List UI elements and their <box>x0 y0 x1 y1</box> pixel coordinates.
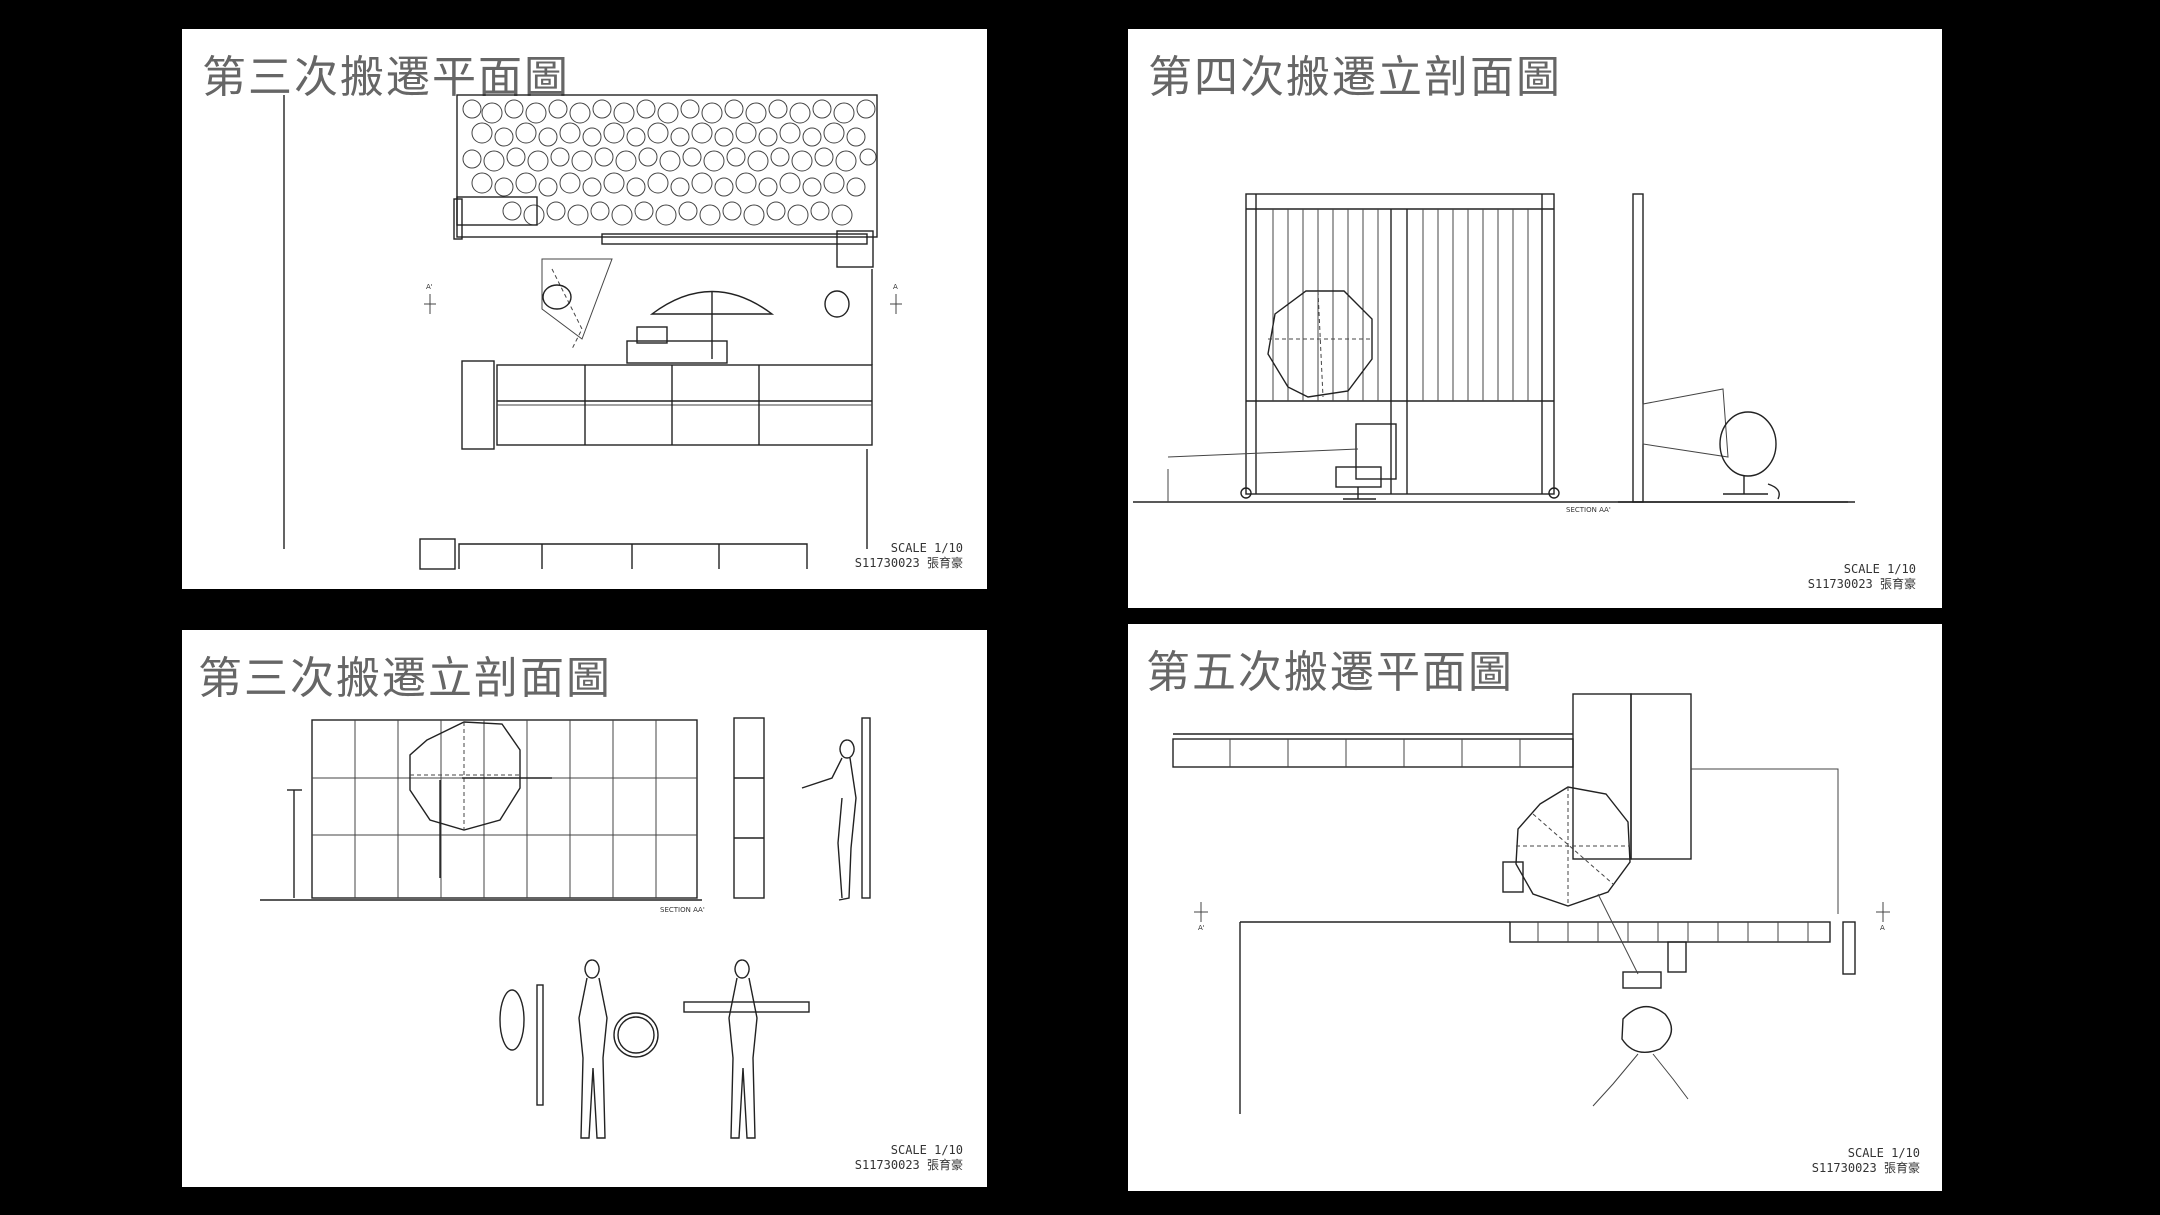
person-figure <box>801 739 857 901</box>
drawing-sheet-4: 第五次搬遷平面圖 <box>1128 624 1942 1191</box>
chair-icon <box>1502 861 1524 893</box>
person-figure <box>578 959 608 1139</box>
umbrella-icon <box>409 721 521 831</box>
floor-plan-drawing: A' A <box>1172 693 1890 1114</box>
scale-label: SCALE 1/10 <box>1847 1146 1920 1160</box>
drawing-sheet-3: 第三次搬遷立剖面圖 SECTION AA' <box>182 630 987 1187</box>
ring-icon <box>613 1012 659 1058</box>
scale-label: SCALE 1/10 <box>1843 562 1916 576</box>
scale-block: SCALE 1/10 S11730023 張育豪 <box>1808 562 1916 592</box>
student-id: S11730023 張育豪 <box>1811 1161 1920 1175</box>
section-label: SECTION AA' <box>1566 506 1611 514</box>
umbrella-closed-icon <box>536 984 544 1106</box>
umbrella-icon <box>1515 786 1631 907</box>
sheet-title: 第三次搬遷立剖面圖 <box>198 653 612 704</box>
drawing-sheet-2: 第四次搬遷立剖面圖 <box>1128 29 1942 608</box>
person-figure <box>728 959 758 1139</box>
section-mark-a-prime: A' <box>1198 924 1205 932</box>
rock-icon <box>1621 1006 1673 1053</box>
scale-label: SCALE 1/10 <box>890 541 963 555</box>
student-id: S11730023 張育豪 <box>854 1158 963 1172</box>
scale-block: SCALE 1/10 S11730023 張育豪 <box>855 541 963 571</box>
chair-icon <box>1355 423 1397 480</box>
section-label: SECTION AA' <box>660 906 705 914</box>
grid-lines <box>312 720 697 898</box>
floor-plan-drawing: A' A <box>283 94 902 570</box>
scale-block: SCALE 1/10 S11730023 張育豪 <box>1812 1146 1920 1176</box>
section-mark-a: A <box>893 283 898 291</box>
chair-icon <box>824 290 850 318</box>
slat-pattern <box>1272 209 1529 401</box>
stone-pattern <box>462 99 877 226</box>
student-id: S11730023 張育豪 <box>854 556 963 570</box>
sheet-title: 第四次搬遷立剖面圖 <box>1148 52 1562 103</box>
elevation-drawing: SECTION AA' <box>1133 193 1855 514</box>
wall-notch <box>456 196 538 226</box>
bench-icon <box>1622 971 1662 989</box>
chair-icon <box>542 284 572 310</box>
scale-label: SCALE 1/10 <box>890 1143 963 1157</box>
umbrella-icon <box>1267 290 1373 398</box>
section-elevation-drawing: SECTION AA' <box>260 717 871 1139</box>
umbrella-carried-icon <box>683 1001 810 1013</box>
scale-block: SCALE 1/10 S11730023 張育豪 <box>855 1143 963 1173</box>
student-id: S11730023 張育豪 <box>1807 577 1916 591</box>
section-mark-a: A <box>1880 924 1885 932</box>
section-mark-a-prime: A' <box>426 283 433 291</box>
drawing-sheet-1: 第三次搬遷平面圖 <box>182 29 987 589</box>
umbrella-icon <box>649 290 775 315</box>
chair-icon <box>1719 411 1777 477</box>
sheet-title: 第五次搬遷平面圖 <box>1146 647 1514 698</box>
